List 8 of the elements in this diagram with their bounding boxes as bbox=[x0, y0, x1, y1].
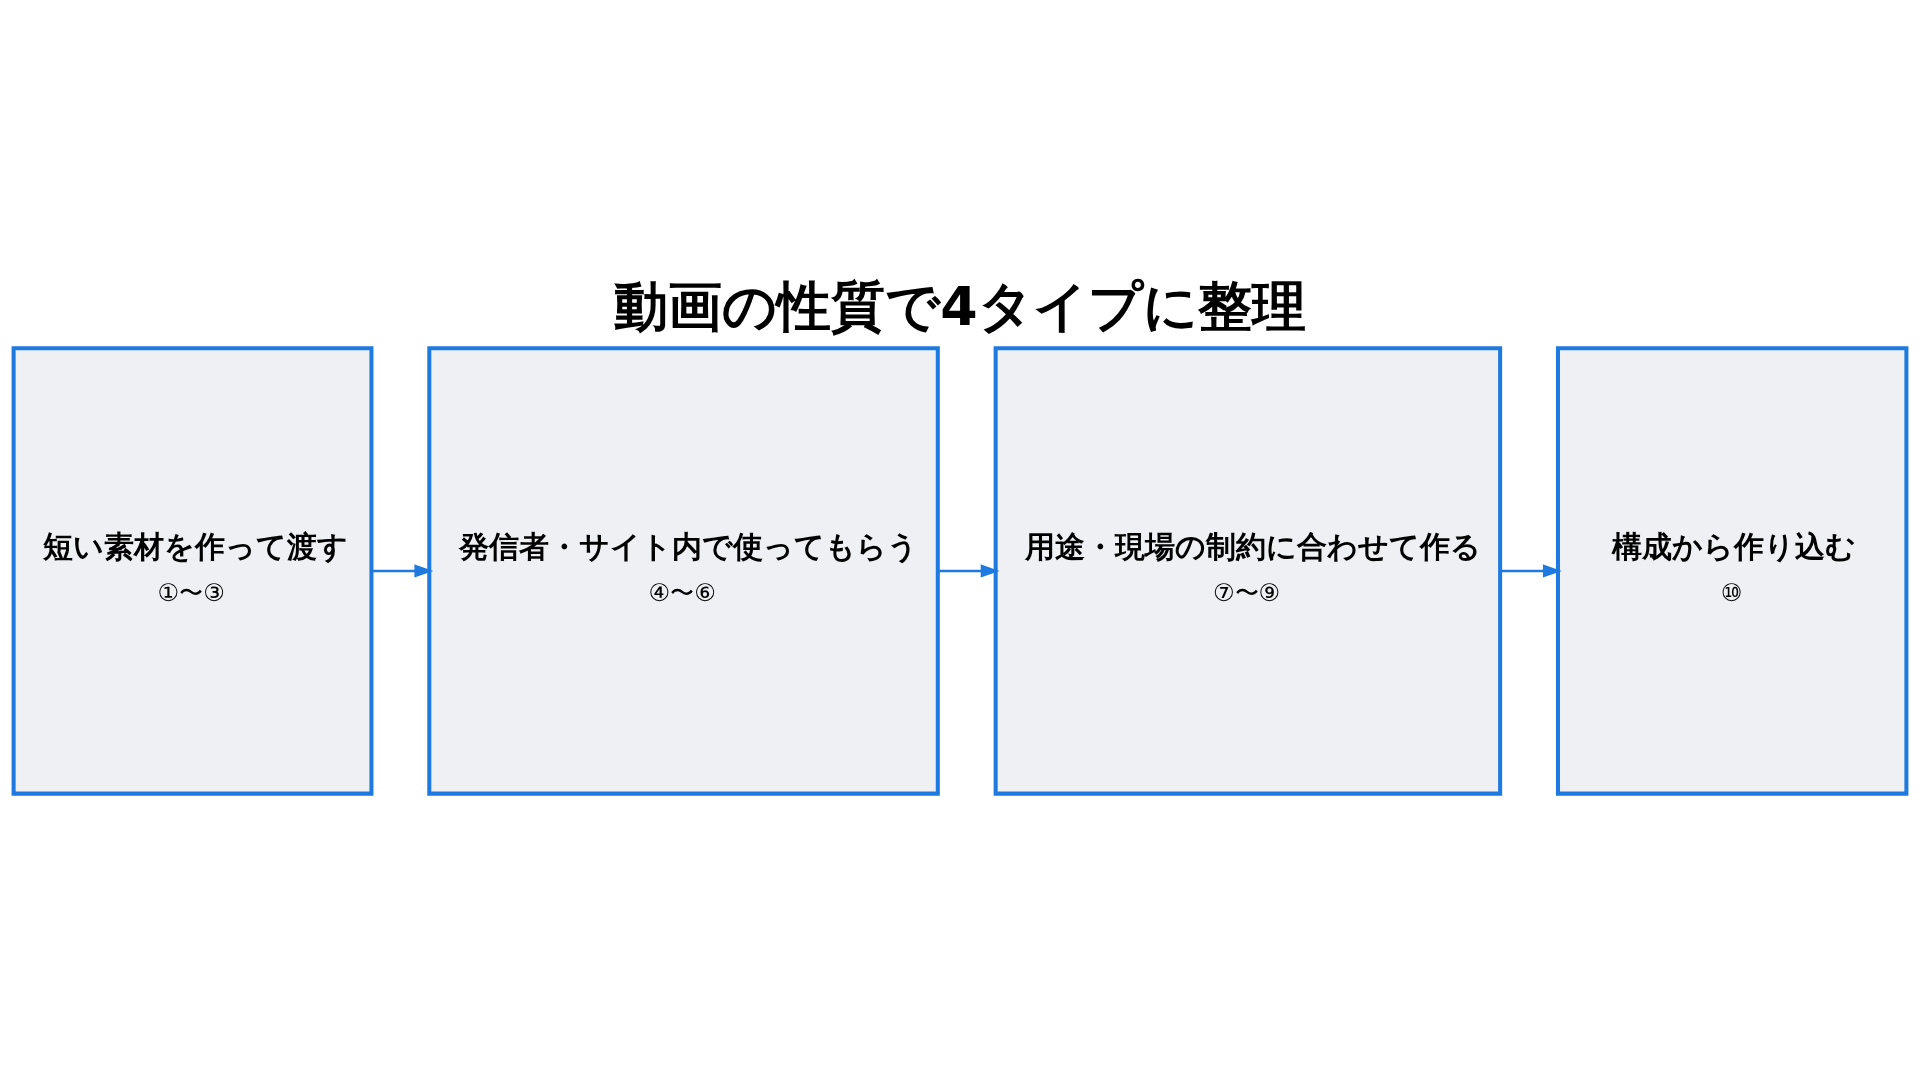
arrow bbox=[1500, 564, 1562, 578]
node-box: 発信者・サイト内で使ってもらう ④〜⑥ bbox=[427, 346, 940, 796]
diagram-title: 動画の性質で4タイプに整理 bbox=[614, 275, 1306, 339]
node-box: 短い素材を作って渡す ①〜③ bbox=[11, 346, 374, 796]
node-box: 構成から作り込む ⑩ bbox=[1555, 346, 1909, 796]
arrow bbox=[371, 564, 434, 578]
arrow bbox=[938, 564, 1000, 578]
node-box: 用途・現場の制約に合わせて作る ⑦〜⑨ bbox=[993, 346, 1503, 796]
